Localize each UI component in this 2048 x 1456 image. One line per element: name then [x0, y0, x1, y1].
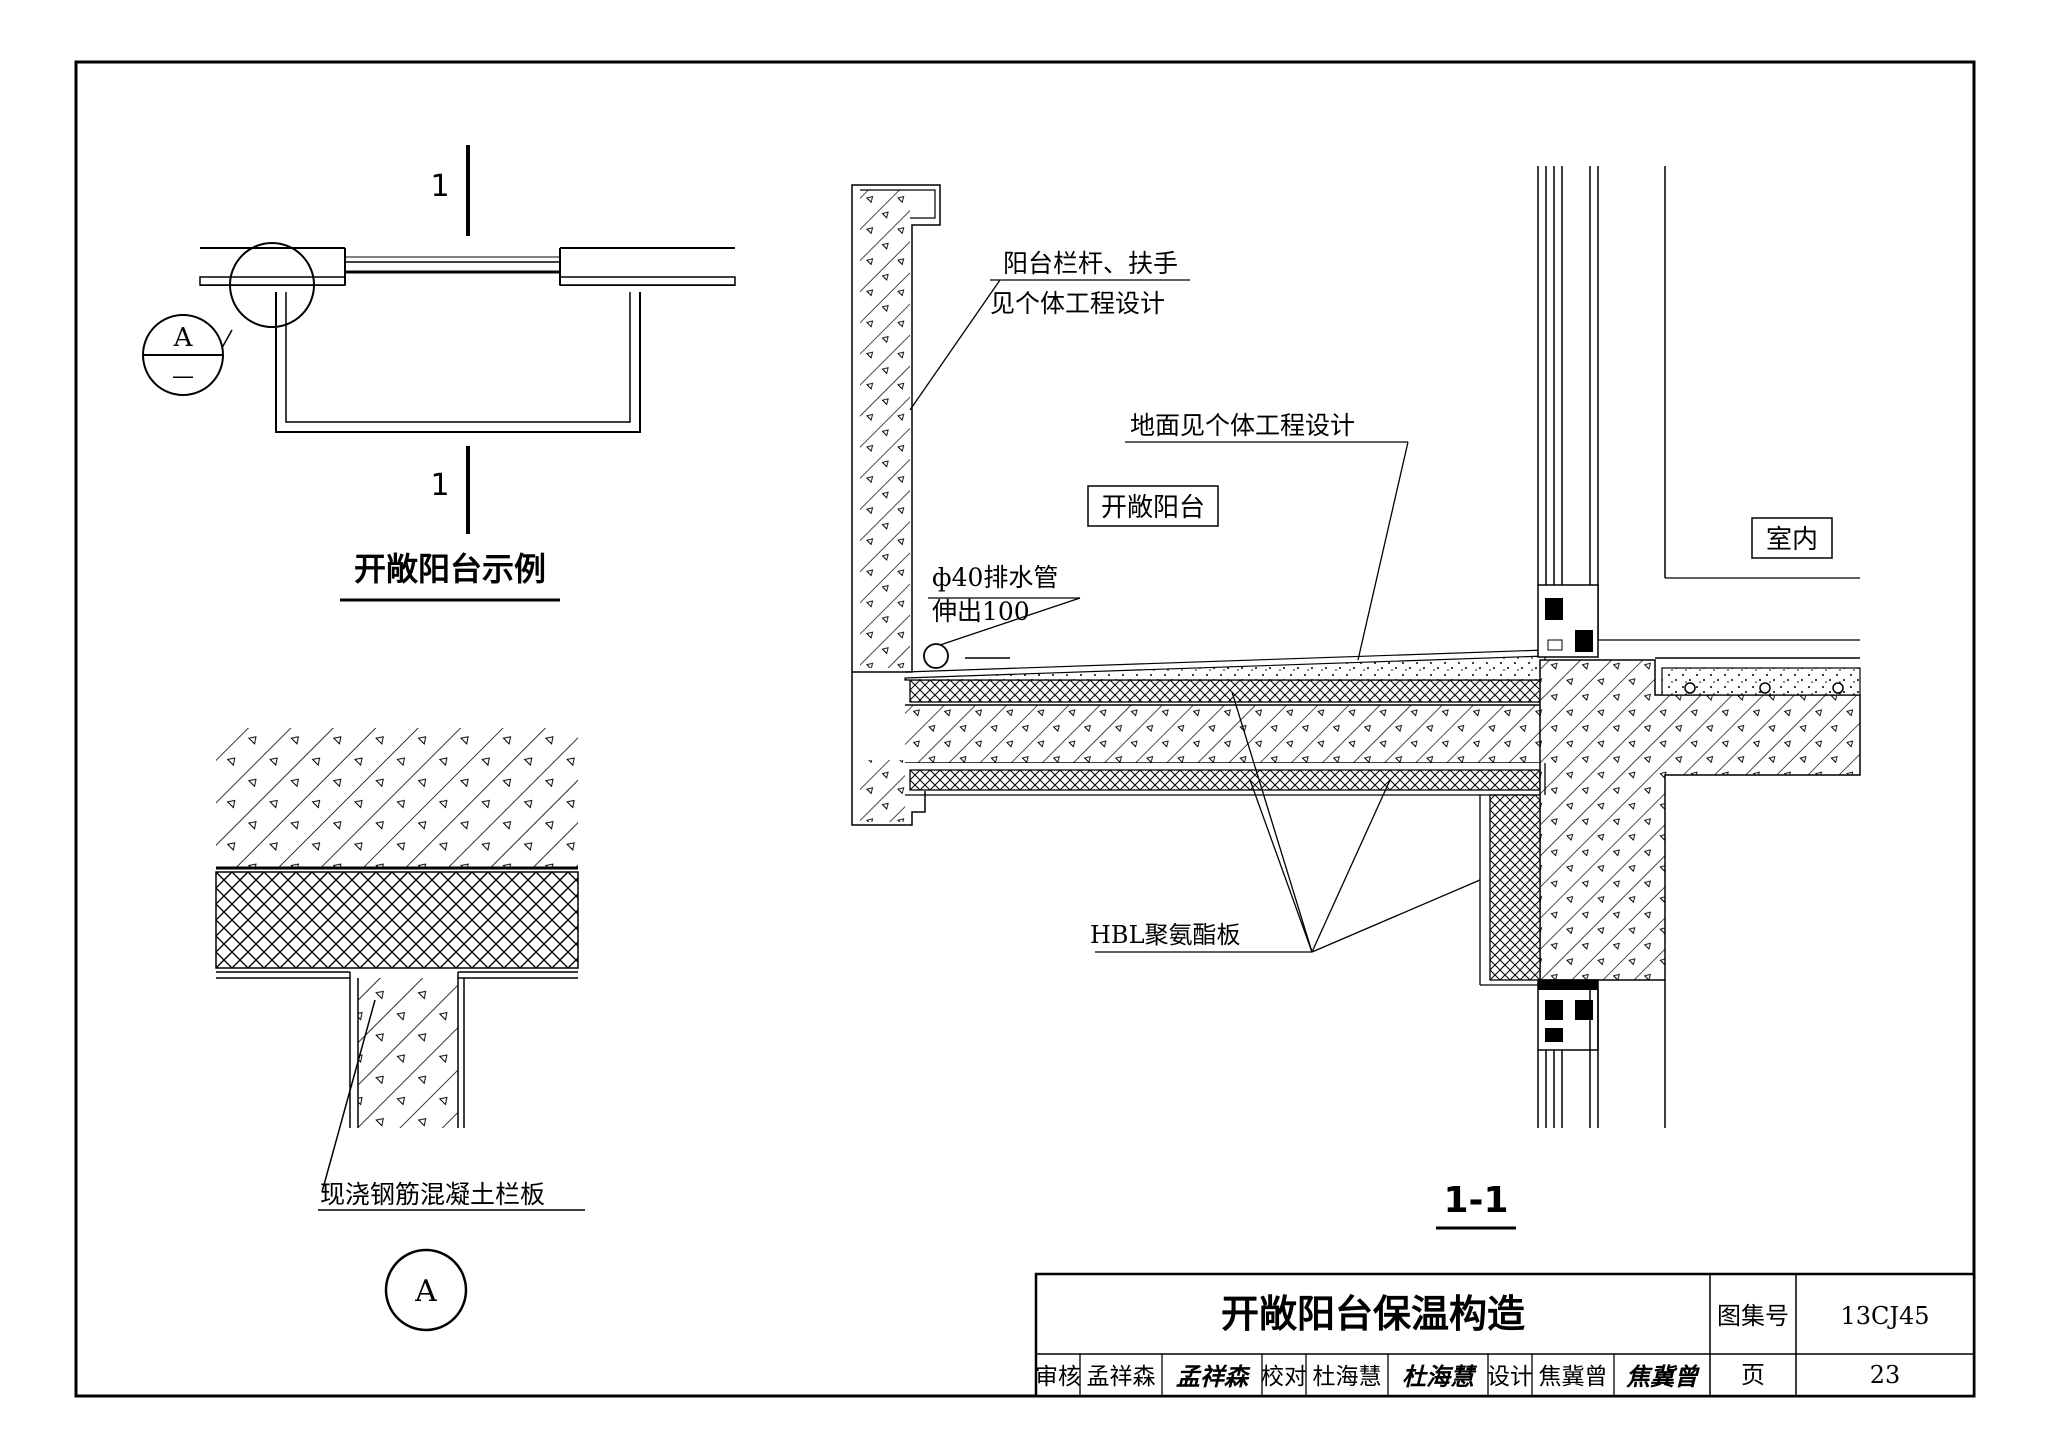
title-block: 开敞阳台保温构造 图集号 13CJ45 页 23 审核 孟祥森 孟祥森 校对 杜…: [1034, 1272, 1976, 1398]
page-value: 23: [1870, 1361, 1901, 1389]
review-name: 孟祥森: [1087, 1364, 1156, 1390]
check-name: 杜海慧: [1313, 1364, 1382, 1390]
review-signature: 孟祥森: [1176, 1362, 1251, 1391]
detail-a-parapet: [358, 978, 458, 1128]
plan-view: 1 1 A — 开敞阳台示例: [142, 145, 736, 602]
detail-a-bubble-letter: A: [414, 1274, 437, 1309]
section-floor-screed: [904, 655, 1546, 681]
atlas-no-label: 图集号: [1717, 1302, 1789, 1330]
detail-callout-bubble: A —: [142, 314, 224, 396]
section-label-insulation: HBL聚氨酯板: [1090, 921, 1241, 949]
section-label-drain-1: ф40排水管: [932, 563, 1058, 592]
section-window-lower: [1537, 979, 1666, 1128]
plan-title: 开敞阳台示例: [354, 550, 546, 588]
section-1-1-view: 阳台栏杆、扶手 见个体工程设计 地面见个体工程设计 开敞阳台 室内 ф40排水管…: [851, 166, 1861, 1230]
atlas-no-value: 13CJ45: [1840, 1302, 1929, 1330]
detail-a-bubble: [384, 1248, 468, 1332]
section-mark-bottom: 1: [430, 468, 449, 503]
design-signature: 焦冀曾: [1626, 1362, 1700, 1391]
section-label-railing-1: 阳台栏杆、扶手: [1003, 249, 1178, 278]
section-edge-beam: [1539, 659, 1861, 981]
section-mark-top: 1: [430, 169, 449, 204]
detail-a-slab: [216, 728, 578, 868]
section-label-open-balcony: 开敞阳台: [1101, 493, 1205, 523]
sheet-border: [74, 60, 1976, 1398]
section-open-balcony-box: [1087, 485, 1219, 527]
section-beam-insulation: [1489, 794, 1541, 981]
section-label-indoor: 室内: [1766, 525, 1818, 555]
section-balcony-slab: [905, 705, 1545, 763]
detail-a-label-slab: 现浇钢筋混凝土栏板: [320, 1180, 545, 1209]
section-parapet: [860, 190, 910, 668]
detail-a-view: 现浇钢筋混凝土栏板 A: [215, 728, 585, 1332]
design-name: 焦冀曾: [1539, 1364, 1608, 1390]
drawing-title: 开敞阳台保温构造: [1221, 1292, 1525, 1336]
detail-bubble-sheet: —: [172, 364, 194, 389]
page-label: 页: [1741, 1361, 1765, 1389]
detail-a-insulation: [215, 871, 579, 969]
design-label: 设计: [1487, 1364, 1533, 1390]
section-window-upper: [1537, 166, 1860, 658]
detail-callout-circle: [229, 242, 315, 328]
section-title: 1-1: [1443, 1180, 1508, 1221]
detail-bubble-letter: A: [173, 323, 194, 353]
section-floor-insulation: [909, 679, 1546, 703]
section-drain-pipe: [923, 643, 949, 669]
check-label: 校对: [1261, 1364, 1307, 1390]
review-label: 审核: [1035, 1364, 1081, 1390]
section-indoor-box: [1751, 517, 1833, 559]
section-label-railing-2: 见个体工程设计: [990, 289, 1165, 318]
check-signature: 杜海慧: [1402, 1362, 1478, 1391]
section-slab-insulation: [909, 769, 1541, 791]
section-label-drain-2: 伸出100: [932, 597, 1030, 626]
section-label-floor: 地面见个体工程设计: [1130, 411, 1355, 440]
